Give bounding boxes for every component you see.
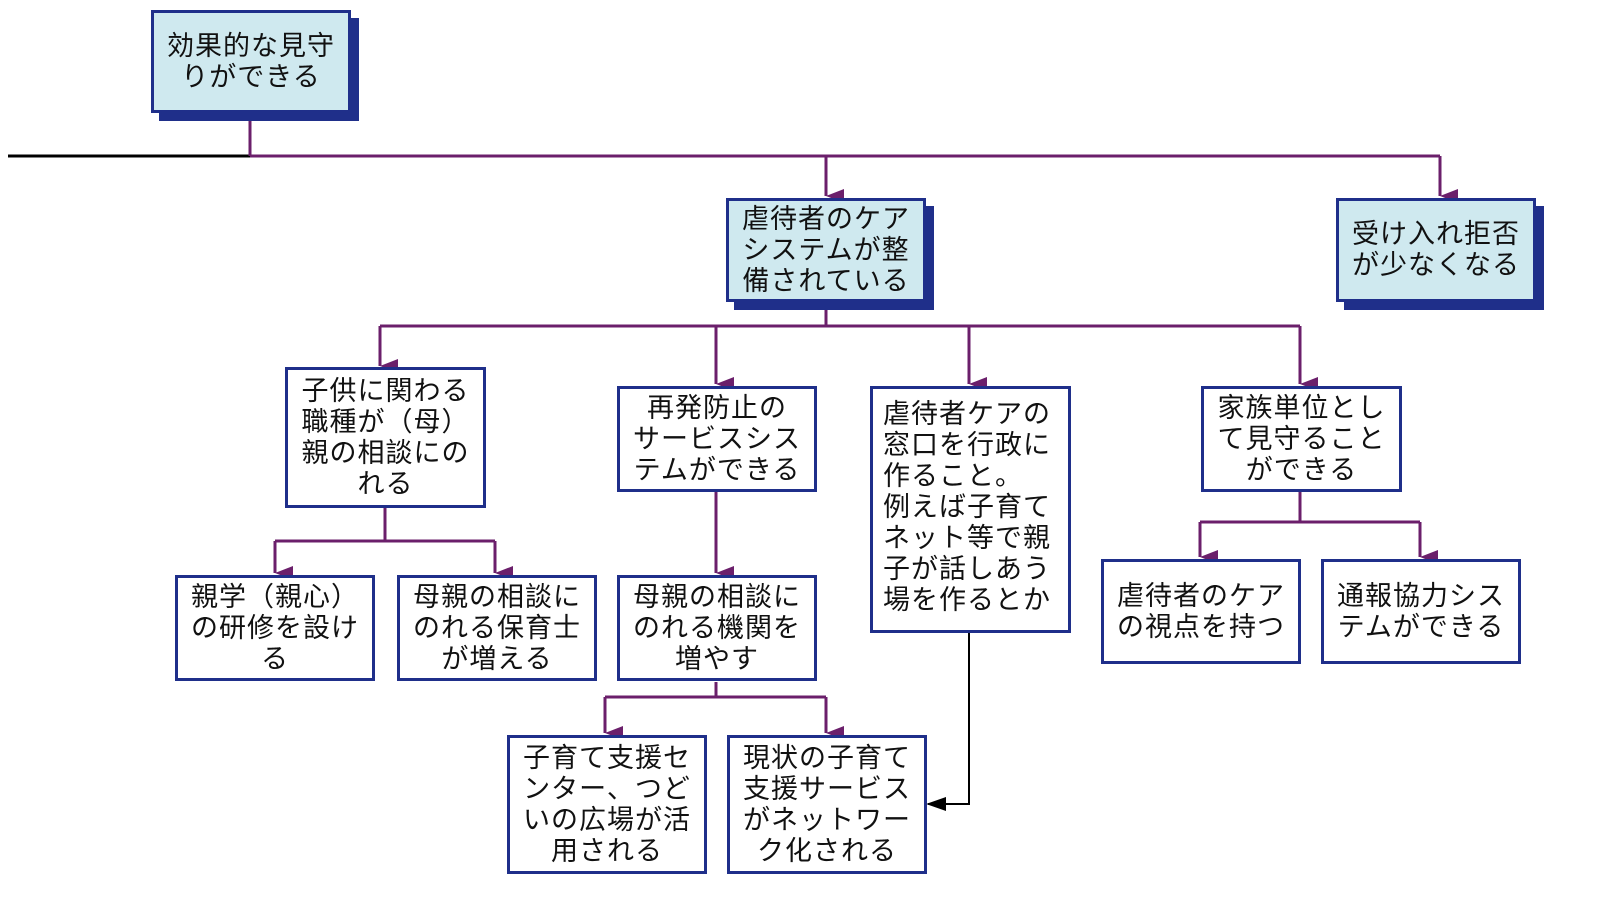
node-service-network-label: 現状の子育て 支援サービス がネットワー ク化される [743,742,911,867]
node-parent-training: 親学（親心） の研修を設け る [175,575,375,681]
node-report-system: 通報協力シス テムができる [1321,559,1521,664]
node-more-agencies: 母親の相談に のれる機関を 増やす [617,575,817,681]
node-care-perspective-label: 虐待者のケア の視点を持つ [1117,580,1285,643]
node-care-system: 虐待者のケア システムが整 備されている [726,198,926,302]
arrow-care-window-to-network [926,633,970,811]
node-fewer-refusals: 受け入れ拒否 が少なくなる [1336,198,1536,302]
node-child-workers: 子供に関わる 職種が（母） 親の相談にの れる [285,367,486,508]
node-service-network: 現状の子育て 支援サービス がネットワー ク化される [727,735,927,874]
node-parent-training-label: 親学（親心） の研修を設け る [191,581,359,675]
node-recurrence-prevention: 再発防止の サービスシス テムができる [617,386,817,492]
node-care-perspective: 虐待者のケア の視点を持つ [1101,559,1301,664]
node-report-system-label: 通報協力シス テムができる [1337,580,1505,643]
node-recurrence-prevention-label: 再発防止の サービスシス テムができる [633,392,801,486]
node-care-window-label: 虐待者ケアの 窓口を行政に 作ること。 例えば子育て ネット等で親 子が話しあう… [883,399,1051,616]
node-effective-watching: 効果的な見守 りができる [151,10,351,113]
node-care-system-label: 虐待者のケア システムが整 備されている [742,203,910,297]
node-support-center: 子育て支援セ ンター、つど いの広場が活 用される [507,735,707,874]
node-more-agencies-label: 母親の相談に のれる機関を 増やす [633,581,801,675]
node-family-unit-label: 家族単位とし て見守ること ができる [1217,392,1386,486]
node-nursery-staff: 母親の相談に のれる保育士 が増える [397,575,597,681]
node-support-center-label: 子育て支援セ ンター、つど いの広場が活 用される [523,742,691,867]
node-nursery-staff-label: 母親の相談に のれる保育士 が増える [413,581,581,675]
node-family-unit: 家族単位とし て見守ること ができる [1201,386,1402,492]
node-child-workers-label: 子供に関わる 職種が（母） 親の相談にの れる [301,375,470,500]
node-fewer-refusals-label: 受け入れ拒否 が少なくなる [1352,219,1520,281]
node-care-window: 虐待者ケアの 窓口を行政に 作ること。 例えば子育て ネット等で親 子が話しあう… [870,386,1071,633]
node-effective-watching-label: 効果的な見守 りができる [167,30,335,93]
